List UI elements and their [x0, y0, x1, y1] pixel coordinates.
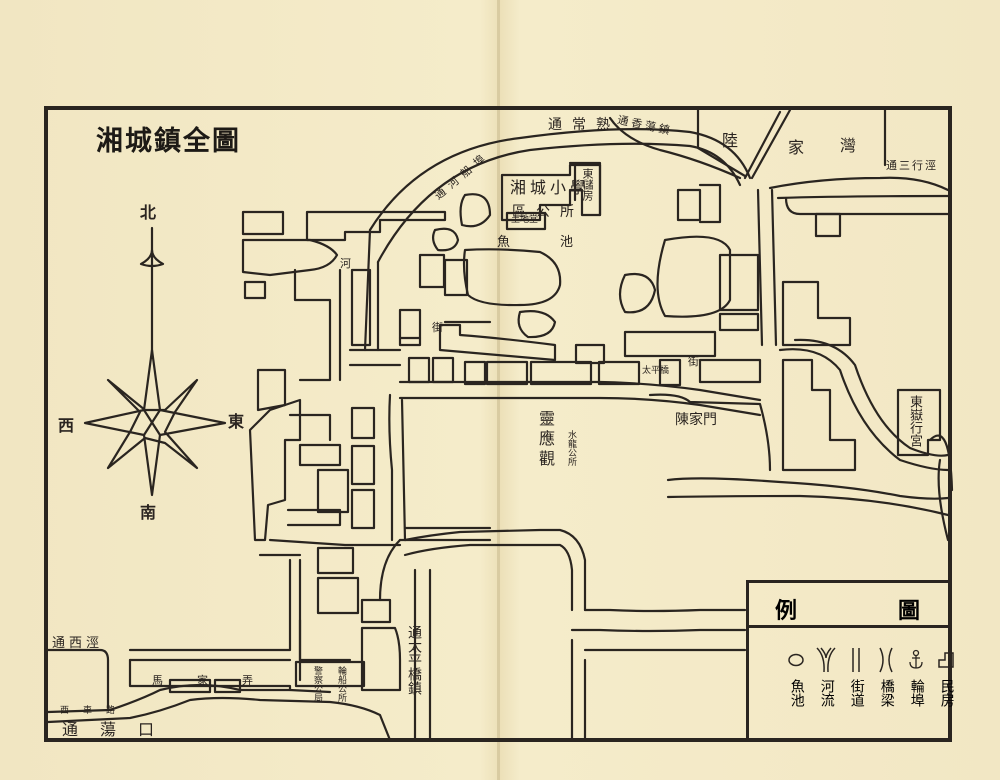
compass-rose-icon	[83, 226, 227, 497]
area-jia-label: 家	[788, 138, 805, 157]
road-to-sanxing-label: 通三行涇	[886, 159, 938, 172]
street-icon	[845, 645, 867, 675]
page-fold	[497, 0, 500, 780]
chen-family-label: 陳家門	[675, 412, 717, 428]
road-to-taiping-label: 通太平橋鎮	[406, 625, 422, 695]
market-street-label: 馬家弄	[152, 674, 287, 687]
map-frame	[44, 106, 952, 742]
road-to-changshu-label: 通常熟	[548, 117, 620, 133]
area-lu-label: 陸	[722, 131, 739, 150]
legend-item-wharf: 輪埠	[905, 645, 927, 707]
legend-header-right: 圖	[897, 598, 920, 624]
legend-items: 魚池 河流 街道 橋梁 輪埠	[785, 645, 957, 707]
steamship-office-label: 輪船公所	[336, 666, 346, 702]
compass-north-label: 北	[140, 203, 157, 222]
fish-pond-icon	[785, 645, 807, 675]
east-street-label: 街	[688, 355, 699, 368]
temple-label: 靈應觀	[536, 410, 555, 470]
legend-item-street: 街道	[845, 645, 867, 707]
legend-item-river: 河流	[815, 645, 837, 707]
legend-item-house: 民房	[935, 645, 957, 707]
road-to-dangkou-label: 通蕩口	[62, 720, 177, 739]
east-storehouse-label: 東儲房	[581, 168, 594, 201]
compass-south-label: 南	[140, 503, 157, 522]
west-road-label: 西車路	[60, 706, 130, 716]
legend-header: 例 圖	[749, 583, 948, 628]
map-title: 湘城鎮全圖	[96, 126, 241, 157]
fish-pond-label: 魚池	[497, 235, 624, 250]
legend-item-fish-pond: 魚池	[785, 645, 807, 707]
bridge-icon	[875, 645, 897, 675]
east-palace-label: 東嶽行宮	[907, 395, 922, 447]
compass-west-label: 西	[58, 416, 75, 435]
river-icon	[815, 645, 837, 675]
area-wan-label: 灣	[840, 136, 857, 155]
taiping-bridge-label: 太平橋	[642, 366, 670, 376]
temple-annex-label: 水龍公所	[566, 430, 576, 466]
main-street-label: 街	[432, 321, 443, 334]
legend-header-left: 例	[775, 598, 798, 624]
river-label: 河	[340, 257, 351, 270]
road-to-xi-label: 通西涇	[52, 636, 104, 651]
map-legend: 例 圖 魚池 河流 街道 橋梁	[746, 580, 955, 738]
school-label: 湘城小學	[510, 178, 591, 197]
legend-item-bridge: 橋梁	[875, 645, 897, 707]
compass-east-label: 東	[228, 412, 245, 431]
wharf-anchor-icon	[905, 645, 927, 675]
police-office-label: 警察公局	[312, 666, 322, 702]
house-icon	[935, 645, 957, 675]
district-office-label: 區公所	[512, 204, 584, 220]
land-office-label: 土地堂	[511, 215, 539, 225]
